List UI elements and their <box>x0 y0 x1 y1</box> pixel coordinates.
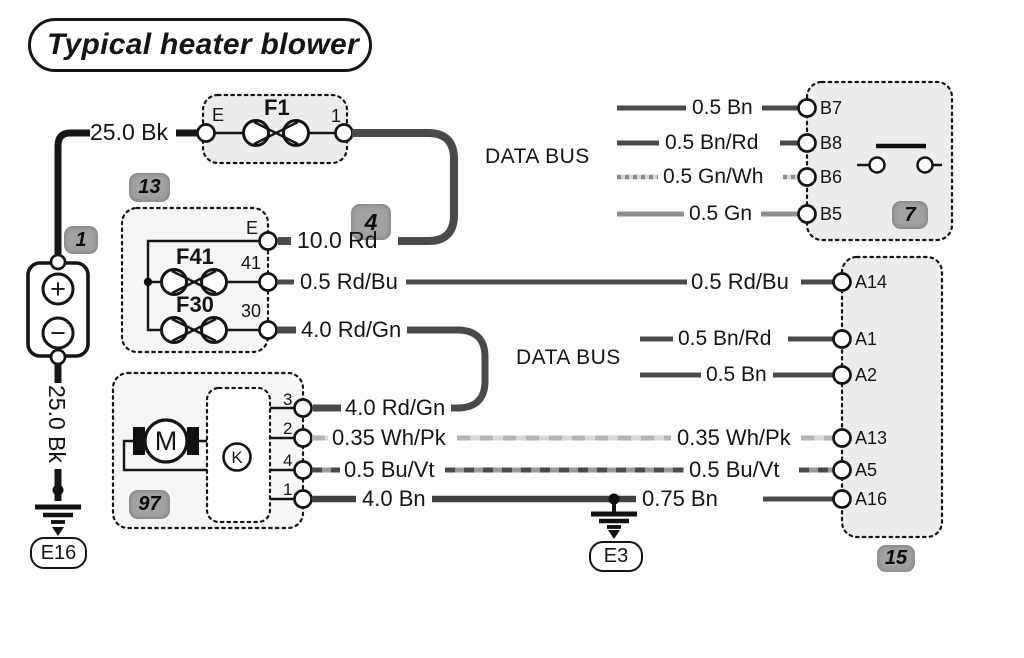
wire-battery-feed <box>52 129 198 501</box>
wire-label-05rdbu-left: 0.5 Rd/Bu <box>300 269 398 294</box>
terminal-label-a16: A16 <box>855 489 888 509</box>
fuse-f1-symbol <box>196 119 354 147</box>
switch-unit-terminals <box>797 98 817 224</box>
battery-minus-sign: − <box>50 317 66 348</box>
f1-terminal-e-label: E <box>212 105 225 125</box>
wire-label-battery-ground: 25.0 Bk <box>44 385 70 463</box>
blower-terminal-1-label: 1 <box>283 480 293 499</box>
motor-icon <box>122 418 207 472</box>
terminal-label-a2: A2 <box>855 365 878 385</box>
wire-label-40rdgn-right: 4.0 Rd/Gn <box>345 395 446 420</box>
relay-k-label: K <box>231 447 243 467</box>
ground-ref-e16: E16 <box>30 537 87 569</box>
terminal-label-b7: B7 <box>820 98 843 118</box>
wire-40bn-075bn <box>312 493 833 505</box>
wire-label-05gnwh-b6: 0.5 Gn/Wh <box>663 165 764 188</box>
blower-terminals <box>270 398 313 509</box>
wire-10rd <box>278 129 458 245</box>
wire-40rdgn <box>277 326 489 412</box>
blower-terminal-3-label: 3 <box>283 390 293 409</box>
wire-label-05bn-b7: 0.5 Bn <box>692 96 753 119</box>
wire-label-05bn-a2: 0.5 Bn <box>706 363 767 386</box>
wire-label-05buvt-left: 0.5 Bu/Vt <box>344 457 435 482</box>
battery-symbol <box>26 253 90 366</box>
wire-label-05gn-b5: 0.5 Gn <box>689 202 753 225</box>
control-unit-terminals <box>832 272 852 509</box>
f41-name-label: F41 <box>176 244 214 269</box>
fusebox-13-symbol <box>143 231 278 344</box>
wire-label-035whpk-left: 0.35 Wh/Pk <box>332 425 446 450</box>
terminal-label-a14: A14 <box>855 272 888 292</box>
wire-label-05bnrd-a1: 0.5 Bn/Rd <box>678 327 772 350</box>
f1-name-label: F1 <box>264 95 290 120</box>
diagram-title-text: Typical heater blower <box>47 28 359 61</box>
wire-label-05bnrd-b8: 0.5 Bn/Rd <box>665 131 759 154</box>
f41-terminal-label: 41 <box>241 253 262 273</box>
battery-plus-sign: + <box>50 273 66 304</box>
data-bus-label-lower: DATA BUS <box>516 346 621 369</box>
control-unit-badge: 15 <box>877 545 915 572</box>
terminal-label-a5: A5 <box>855 460 878 480</box>
battery-badge: 1 <box>64 226 98 254</box>
diagram-title: Typical heater blower <box>28 18 372 72</box>
data-bus-label-upper: DATA BUS <box>485 145 590 168</box>
terminal-label-a1: A1 <box>855 329 878 349</box>
blower-terminal-4-label: 4 <box>283 451 293 470</box>
wire-label-battery-feed: 25.0 Bk <box>90 119 168 145</box>
wire-label-40bn: 4.0 Bn <box>362 486 426 511</box>
terminal-label-a13: A13 <box>855 428 888 448</box>
f1-terminal-1-label: 1 <box>331 106 342 126</box>
f1-badge: 4 <box>351 204 391 240</box>
f30-terminal-label: 30 <box>241 301 262 321</box>
motor-m-label: M <box>154 425 178 456</box>
wire-label-05rdbu-right: 0.5 Rd/Bu <box>691 269 789 294</box>
f30-name-label: F30 <box>176 292 214 317</box>
relay-k-icon <box>222 442 252 472</box>
wire-label-10rd: 10.0 Rd <box>297 227 378 253</box>
switch-unit-badge: 7 <box>892 201 928 229</box>
component-15-box <box>840 255 944 539</box>
fusebox-terminal-e-label: E <box>246 218 259 238</box>
ground-ref-e3: E3 <box>589 541 643 572</box>
terminal-label-b8: B8 <box>820 133 843 153</box>
terminal-label-b5: B5 <box>820 204 843 224</box>
wire-label-075bn: 0.75 Bn <box>642 486 718 511</box>
switch-icon <box>857 143 942 174</box>
terminal-label-b6: B6 <box>820 167 843 187</box>
ground-e16-icon <box>35 504 81 536</box>
ground-e3-icon <box>591 502 637 539</box>
wire-label-40rdgn-left: 4.0 Rd/Gn <box>301 317 402 342</box>
component-97-box <box>111 371 305 530</box>
blower-terminal-2-label: 2 <box>283 419 293 438</box>
wire-label-05buvt-right: 0.5 Bu/Vt <box>689 457 780 482</box>
blower-badge: 97 <box>129 490 170 519</box>
fusebox-badge: 13 <box>129 173 170 202</box>
wire-label-035whpk-right: 0.35 Wh/Pk <box>677 425 791 450</box>
